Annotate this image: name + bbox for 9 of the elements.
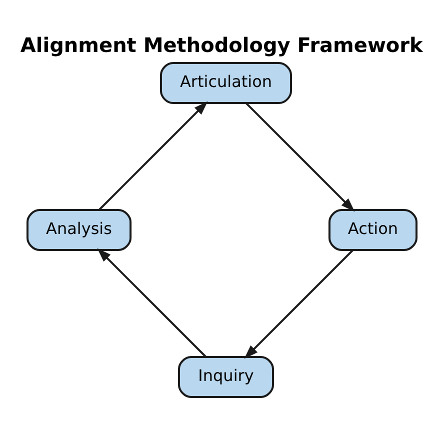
arrow	[97, 248, 207, 358]
node-box: Inquiry	[178, 356, 274, 398]
node-box: Analysis	[26, 209, 132, 252]
arrow	[98, 101, 208, 211]
arrow	[244, 249, 354, 359]
node-box: Action	[328, 209, 418, 252]
node-box: Articulation	[160, 62, 292, 104]
diagram-title: Alignment Methodology Framework	[20, 33, 423, 58]
arrow	[245, 102, 355, 212]
